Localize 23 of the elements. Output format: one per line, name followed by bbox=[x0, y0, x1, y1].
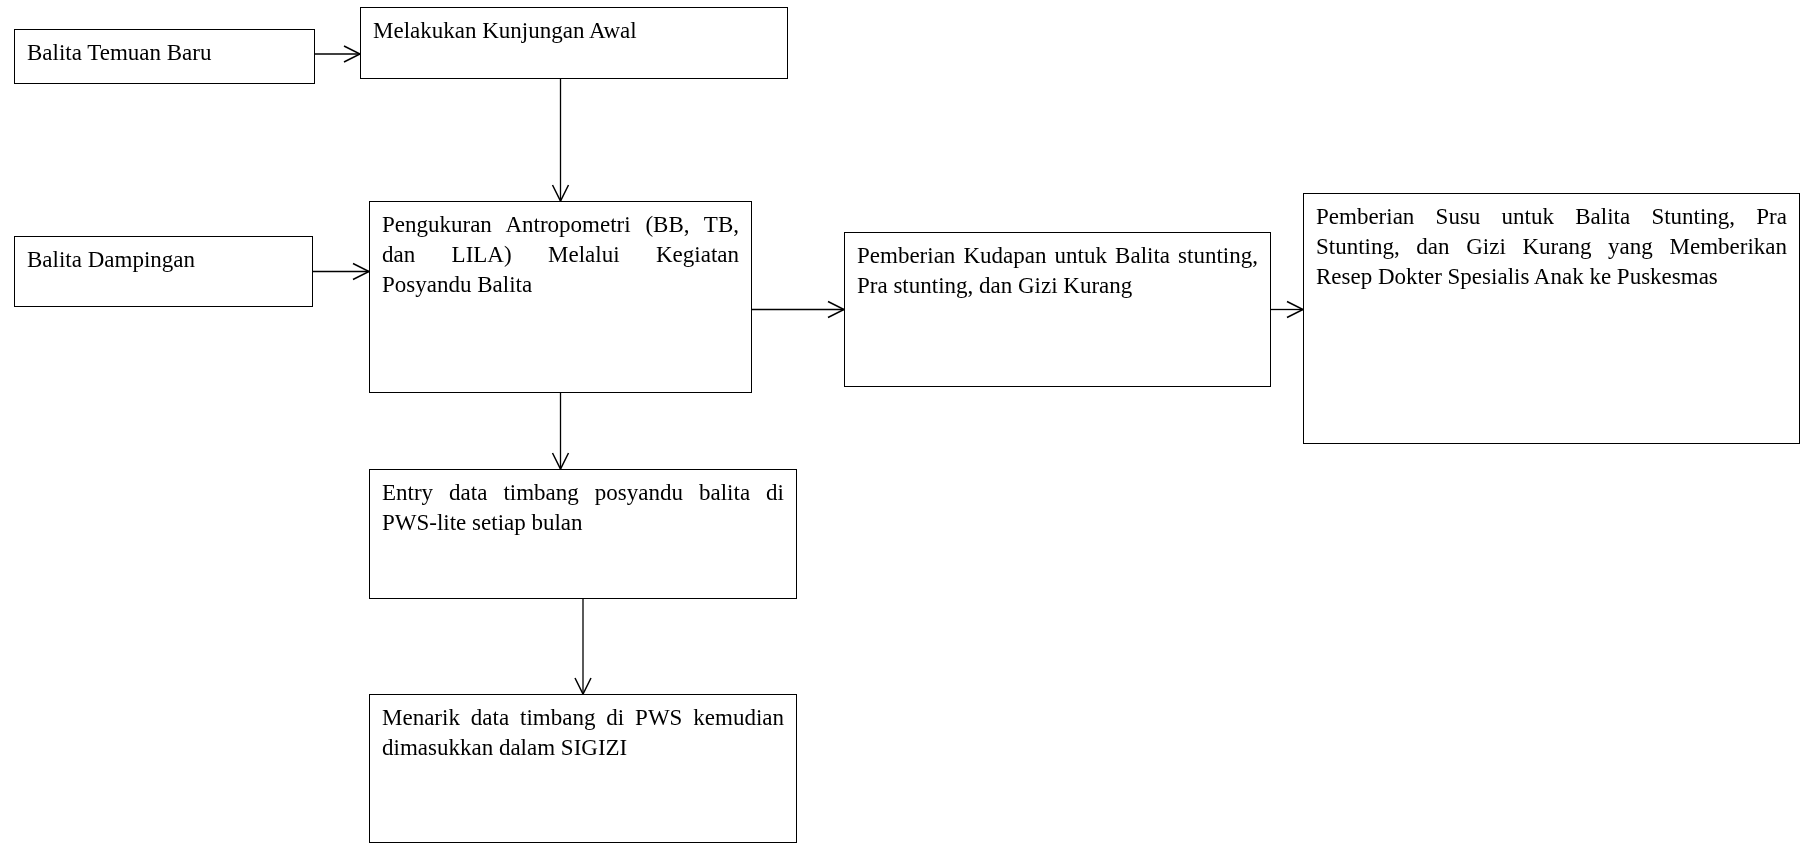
arrow bbox=[551, 392, 570, 470]
process-box bbox=[14, 29, 315, 84]
process-box bbox=[14, 236, 313, 307]
box-text: Pengukuran Antropometri (BB, TB, dan LILA) Melalui Kegiatan Posyandu Balita bbox=[382, 211, 739, 299]
arrow bbox=[314, 45, 361, 63]
box-text: Pemberian Kudapan untuk Balita stunting, Pra stunting, dan Gizi Kurang bbox=[857, 242, 1258, 300]
process-box bbox=[360, 7, 788, 79]
arrow bbox=[574, 598, 592, 695]
arrow bbox=[1270, 300, 1304, 319]
box-text: Menarik data timbang di PWS kemudian dimasukkan dalam SIGIZI bbox=[382, 704, 784, 762]
process-box bbox=[1303, 193, 1800, 444]
box-text: Balita Dampingan bbox=[27, 246, 196, 274]
process-box bbox=[369, 201, 752, 393]
process-box bbox=[844, 232, 1271, 387]
box-text: Pemberian Susu untuk Balita Stunting, Pra Stunting, dan Gizi Kurang yang Memberikan Resep Dokter Spesialis Anak ke Puskesmas bbox=[1316, 203, 1787, 291]
arrow bbox=[751, 300, 845, 319]
process-box bbox=[369, 469, 797, 599]
arrow bbox=[551, 78, 570, 202]
box-text: Entry data timbang posyandu balita di PWS-lite setiap bulan bbox=[382, 479, 784, 537]
box-text: Melakukan Kunjungan Awal bbox=[373, 17, 638, 45]
arrow bbox=[312, 262, 370, 281]
box-text: Balita Temuan Baru bbox=[27, 39, 213, 67]
process-box bbox=[369, 694, 797, 843]
